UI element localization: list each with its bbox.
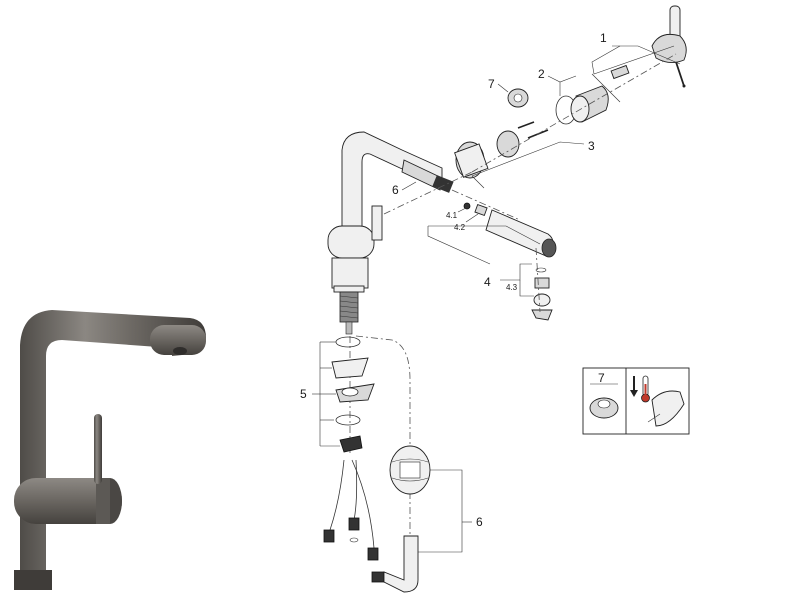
- callout-1: 1: [600, 31, 607, 45]
- hose-connector: [401, 159, 521, 221]
- callout-5: 5: [300, 387, 307, 401]
- mounting-kit: [331, 336, 375, 453]
- callout-2: 2: [538, 67, 545, 81]
- supply-hoses: [323, 459, 379, 561]
- callout-4-2: 4.2: [454, 223, 466, 232]
- hose-weight: [389, 445, 431, 495]
- callout-4: 4: [484, 275, 491, 289]
- callout-7: 7: [488, 77, 495, 91]
- cartridge-assembly: [454, 5, 687, 179]
- callout-3: 3: [588, 139, 595, 153]
- callout-numbers: 1 2 3 7 6 4.1 4.2 4 4.3 5 6: [300, 31, 607, 529]
- callout-6-top: 6: [392, 183, 399, 197]
- down-arrow-icon: [630, 376, 638, 397]
- thermometer-icon: [641, 375, 650, 403]
- lever-handle-icon: [647, 390, 685, 427]
- limiter-ring-icon: [589, 397, 619, 419]
- inset-box: 7: [582, 367, 690, 435]
- pull-out-hose: [371, 535, 419, 593]
- callout-lines: [312, 45, 681, 553]
- threaded-shank: [339, 291, 359, 335]
- faucet-product-photo: [14, 310, 206, 590]
- callout-4-3: 4.3: [506, 283, 518, 292]
- spray-head: [463, 202, 557, 321]
- callout-6-bottom: 6: [476, 515, 483, 529]
- inset-label: 7: [598, 371, 605, 385]
- callout-4-1: 4.1: [446, 211, 458, 220]
- spout-body: [327, 131, 443, 335]
